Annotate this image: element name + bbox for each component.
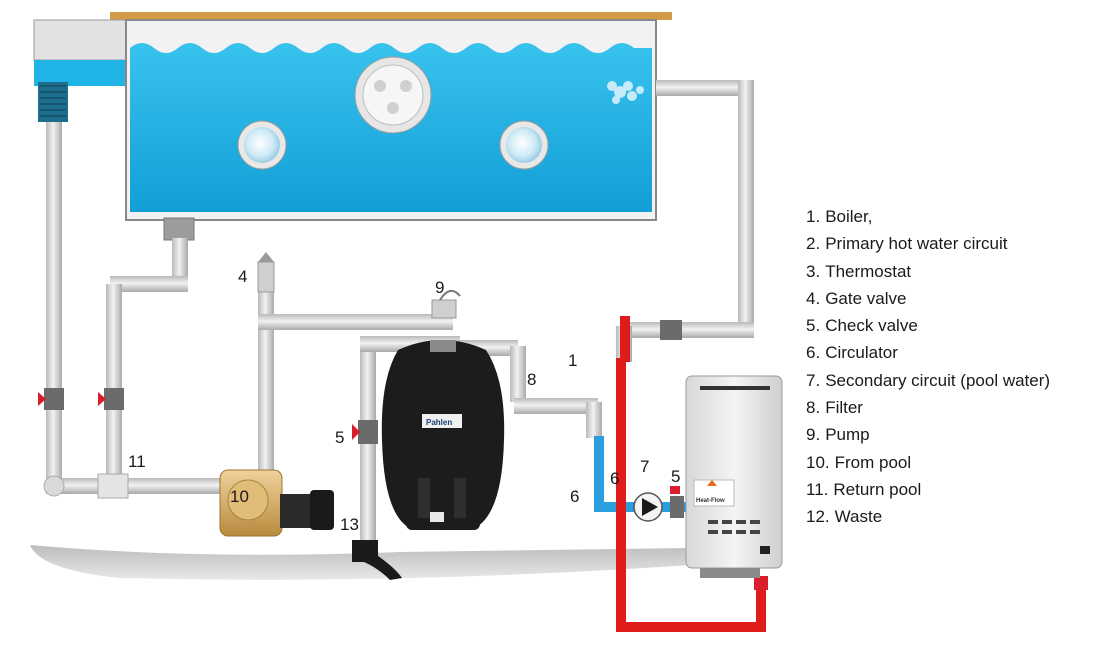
legend-text: Pump [825,425,870,445]
legend-text: Circulator [825,343,898,363]
pool-light-right [499,120,549,170]
pool-deck-board [110,12,672,20]
return-bubbles [607,81,644,104]
legend-text: Secondary circuit (pool water) [825,370,1051,390]
legend-text: Return pool [833,479,922,499]
circulator [633,492,663,522]
legend-item: 10.From pool [806,449,1050,476]
pool-light-left [237,120,287,170]
legend-text: From pool [834,452,912,472]
boiler [685,375,783,578]
valve-skimmer [38,388,64,410]
callout-10: 10 [230,487,249,506]
legend-number: 4. [806,288,821,308]
callout-11: 11 [128,452,146,471]
filter-brand-label: Pahlen [426,418,452,427]
callout-1: 1 [568,351,577,370]
boiler-outlet-valve [754,576,768,590]
legend-item: 4.Gate valve [806,285,1050,312]
pump [219,469,334,537]
legend-number: 6. [806,343,821,363]
check-valve-left [352,420,378,444]
legend-list: 1.Boiler, 2.Primary hot water circuit 3.… [806,203,1050,531]
legend-item: 2.Primary hot water circuit [806,230,1050,257]
callout-5-left: 5 [335,428,344,447]
legend-number: 9. [806,425,821,445]
main-drain [163,217,195,241]
legend-item: 11.Return pool [806,476,1050,503]
legend-item: 6.Circulator [806,339,1050,366]
legend-number: 3. [806,261,821,281]
legend-item: 9.Pump [806,421,1050,448]
callout-7: 7 [640,457,649,476]
callout-9: 9 [435,278,444,297]
legend-text: Boiler, [825,207,873,226]
legend-item: 5.Check valve [806,312,1050,339]
legend-item: 3.Thermostat [806,258,1050,285]
callout-6-b: 6 [610,469,619,488]
legend-text: Filter [825,398,863,418]
boiler-brand-label: Heat-Flow [696,498,725,504]
legend-item: 1.Boiler, [806,203,1050,230]
ground [30,545,690,580]
wall-inlet-cover [354,56,432,134]
legend-item: 12.Waste [806,503,1050,530]
legend-text: Gate valve [825,288,907,308]
waste-outlet [352,540,402,580]
return-valve [660,320,682,340]
legend-number: 7. [806,370,821,390]
skimmer [33,19,133,122]
filter-brand-plate [422,414,462,428]
legend-number: 10. [806,452,830,472]
callout-6-a: 6 [570,487,579,506]
legend-number: 11. [806,479,829,499]
primary-hot-water-circuit [616,316,766,632]
legend-number: 8. [806,398,821,418]
legend-text: Primary hot water circuit [825,234,1008,254]
legend-number: 5. [806,316,821,336]
legend-text: Thermostat [825,261,912,281]
legend-text: Waste [834,507,883,527]
legend-item: 7.Secondary circuit (pool water) [806,367,1050,394]
sand-filter [381,289,505,530]
valve-drain [98,388,124,410]
callout-13: 13 [340,515,359,534]
thermostat [257,252,275,293]
callout-4: 4 [238,267,247,286]
legend-number: 2. [806,234,821,254]
legend-number: 1. [806,207,821,226]
callout-5-right: 5 [671,467,680,486]
legend-number: 12. [806,507,830,527]
legend-text: Check valve [825,316,918,336]
legend-item: 8.Filter [806,394,1050,421]
check-valve-right [670,486,684,518]
callout-8: 8 [527,370,536,389]
